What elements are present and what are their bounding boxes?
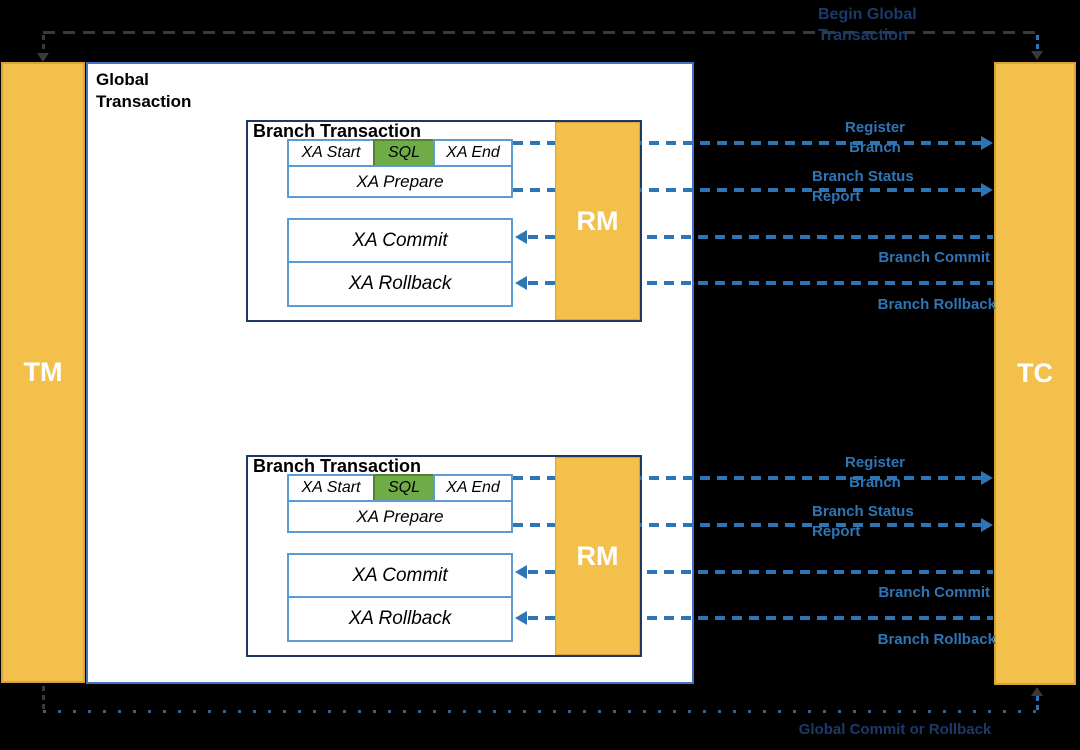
arrow-down-into-tc-icon xyxy=(1031,51,1043,60)
branch2-register-branch-arrow-icon xyxy=(981,471,993,485)
branch2-rm-label: RM xyxy=(576,540,619,571)
branch2-commit-label: Branch Commit xyxy=(878,584,990,601)
branch1-xa-start-cell: XA Start xyxy=(287,139,375,167)
branch2-xa-end-cell: XA End xyxy=(433,474,513,502)
branch1-xa-prepare-cell: XA Prepare xyxy=(287,165,513,198)
global-transaction-title: Global Transaction xyxy=(96,70,192,111)
branch2-rollback-line xyxy=(528,616,993,620)
branch2-rollback-label: Branch Rollback xyxy=(877,631,996,648)
branch2-register-branch-label: Register Branch xyxy=(844,454,906,491)
branch2-sql-cell: SQL xyxy=(373,474,435,502)
branch2-xa-rollback-cell: XA Rollback xyxy=(287,596,513,642)
branch1-sql-cell: SQL xyxy=(373,139,435,167)
branch2-status-report-label: Branch Status Report xyxy=(812,503,914,540)
tm-actor-bar: TM xyxy=(1,62,85,683)
branch2-status-report-arrow-icon xyxy=(981,518,993,532)
branch2-rollback-arrow-icon xyxy=(515,611,527,625)
branch2-commit-line xyxy=(528,570,993,574)
branch2-rm-box: RM xyxy=(555,457,640,655)
tm-bottom-connector-line xyxy=(42,686,45,709)
branch2-commit-arrow-icon xyxy=(515,565,527,579)
branch1-status-report-arrow-icon xyxy=(981,183,993,197)
branch2-register-branch-line xyxy=(513,476,983,480)
branch1-xa-end-cell: XA End xyxy=(433,139,513,167)
branch1-rm-label: RM xyxy=(576,205,619,236)
branch2-title: Branch Transaction xyxy=(253,456,422,476)
branch1-rollback-arrow-icon xyxy=(515,276,527,290)
branch1-rollback-label: Branch Rollback xyxy=(877,296,996,313)
global-commit-rollback-label: Global Commit or Rollback xyxy=(798,721,992,738)
branch1-rollback-line xyxy=(528,281,993,285)
branch1-commit-line xyxy=(528,235,993,239)
branch1-xa-rollback-cell: XA Rollback xyxy=(287,261,513,307)
branch1-commit-arrow-icon xyxy=(515,230,527,244)
arrow-down-into-tm-icon xyxy=(37,53,49,62)
branch1-commit-label: Branch Commit xyxy=(878,249,990,266)
tm-top-connector-line xyxy=(42,35,45,54)
begin-global-transaction-line xyxy=(43,31,1036,34)
branch1-register-branch-line xyxy=(513,141,983,145)
begin-global-transaction-label: Begin Global Transaction xyxy=(818,6,917,44)
branch2-status-report-line xyxy=(513,523,983,527)
branch1-rm-box: RM xyxy=(555,122,640,320)
branch2-xa-commit-cell: XA Commit xyxy=(287,553,513,598)
tc-top-connector-line xyxy=(1036,35,1039,52)
branch1-register-branch-arrow-icon xyxy=(981,136,993,150)
tc-actor-bar: TC xyxy=(994,62,1076,685)
arrow-up-into-tc-icon xyxy=(1031,687,1043,696)
tc-label: TC xyxy=(1017,358,1053,388)
branch1-register-branch-label: Register Branch xyxy=(844,119,906,156)
branch1-xa-commit-cell: XA Commit xyxy=(287,218,513,263)
branch1-title: Branch Transaction xyxy=(253,121,422,141)
tc-bottom-connector-line xyxy=(1036,696,1039,711)
branch1-status-report-line xyxy=(513,188,983,192)
branch2-xa-start-cell: XA Start xyxy=(287,474,375,502)
global-commit-rollback-line xyxy=(43,710,1037,713)
branch2-xa-prepare-cell: XA Prepare xyxy=(287,500,513,533)
tm-label: TM xyxy=(23,357,63,387)
branch1-status-report-label: Branch Status Report xyxy=(812,168,914,205)
